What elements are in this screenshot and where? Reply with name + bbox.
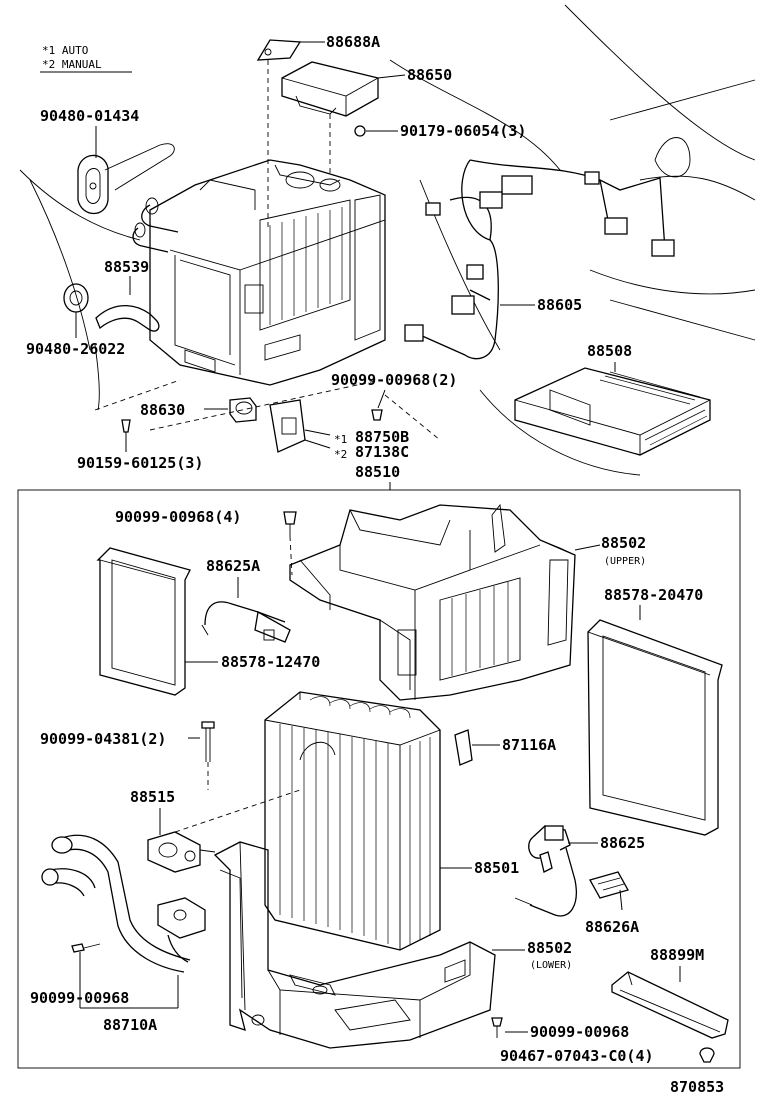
label-90179: 90179-06054(3) bbox=[400, 122, 526, 140]
evaporator-88501 bbox=[264, 691, 472, 951]
pipe-88710a bbox=[41, 834, 206, 1009]
sensor-88630 bbox=[229, 397, 257, 423]
screw-90099-00968-left bbox=[71, 943, 101, 985]
label-88515: 88515 bbox=[130, 788, 175, 806]
dash-unit-left bbox=[94, 379, 181, 411]
pad-88899m bbox=[611, 971, 729, 1039]
evaporator-fins bbox=[279, 696, 431, 945]
label-88688a: 88688A bbox=[326, 33, 380, 51]
thermistor-88625 bbox=[514, 825, 598, 917]
dash-unit-mid bbox=[149, 379, 381, 431]
bolt-90099-04381 bbox=[188, 721, 215, 762]
screw-90099-00968-4 bbox=[283, 511, 297, 536]
grommet-90480-26022 bbox=[63, 283, 89, 338]
dash-unit-right bbox=[384, 394, 441, 441]
label-88539: 88539 bbox=[104, 258, 149, 276]
drain-hose-88539 bbox=[95, 304, 160, 332]
label-88625a: 88625A bbox=[206, 557, 260, 575]
air-filter-88508 bbox=[514, 367, 711, 456]
dash-valve bbox=[174, 789, 301, 833]
label-upper: (UPPER) bbox=[604, 556, 646, 567]
label-87138c: 87138C bbox=[355, 443, 409, 461]
label-88626a: 88626A bbox=[585, 918, 639, 936]
label-90467: 90467-07043-C0(4) bbox=[500, 1047, 654, 1065]
label-88750b: 88750B bbox=[355, 428, 409, 446]
label-90099-00968-left: 90099-00968 bbox=[30, 989, 129, 1007]
clip-87116a bbox=[454, 729, 500, 766]
thermistor-88625a bbox=[201, 601, 291, 643]
upper-case-88502 bbox=[289, 503, 601, 701]
label-88650: 88650 bbox=[407, 66, 452, 84]
label-88502-lower: 88502 bbox=[527, 939, 572, 957]
dash-screw-4 bbox=[289, 535, 293, 576]
label-87116a: 87116A bbox=[502, 736, 556, 754]
label-lower: (LOWER) bbox=[530, 960, 572, 971]
label-88502-upper: 88502 bbox=[601, 534, 646, 552]
assembly-frame-88510 bbox=[17, 489, 741, 1069]
nut-90179 bbox=[354, 125, 398, 137]
label-88578-20470: 88578-20470 bbox=[604, 586, 703, 604]
diagram-reference-number: 870853 bbox=[670, 1078, 724, 1096]
grommet-90480-01434 bbox=[77, 154, 109, 215]
label-90099-00968-2: 90099-00968(2) bbox=[331, 371, 457, 389]
screw-90099-00968-right bbox=[491, 1017, 528, 1038]
label-90480-26022: 90480-26022 bbox=[26, 340, 125, 358]
label-88605: 88605 bbox=[537, 296, 582, 314]
label-88710a: 88710A bbox=[103, 1016, 157, 1034]
label-90099-00968-4: 90099-00968(4) bbox=[115, 508, 241, 526]
gasket-88578-20470 bbox=[587, 619, 723, 836]
marker-1: *1 bbox=[334, 433, 347, 446]
legend-manual: *2 MANUAL bbox=[42, 58, 102, 71]
screw-90159 bbox=[121, 419, 131, 452]
label-88510: 88510 bbox=[355, 463, 400, 481]
lower-case-88502 bbox=[213, 841, 525, 1049]
label-88625: 88625 bbox=[600, 834, 645, 852]
module-88750b bbox=[269, 399, 331, 453]
wire-harness-88605 bbox=[404, 159, 675, 360]
screw-90099-00968-2 bbox=[371, 389, 386, 421]
ecu-88650 bbox=[281, 61, 406, 117]
label-88899m: 88899M bbox=[650, 946, 704, 964]
clip-90467 bbox=[699, 1047, 715, 1063]
label-90480-01434: 90480-01434 bbox=[40, 107, 139, 125]
marker-2: *2 bbox=[334, 448, 347, 461]
label-88630: 88630 bbox=[140, 401, 185, 419]
label-90159: 90159-60125(3) bbox=[77, 454, 203, 472]
label-90099-04381: 90099-04381(2) bbox=[40, 730, 166, 748]
label-88578-12470: 88578-12470 bbox=[221, 653, 320, 671]
legend-auto: *1 AUTO bbox=[42, 44, 88, 57]
clip-88626a bbox=[589, 871, 629, 911]
cooling-unit-assembly bbox=[132, 159, 386, 386]
label-90099-00968-right: 90099-00968 bbox=[530, 1023, 629, 1041]
label-88501: 88501 bbox=[474, 859, 519, 877]
expansion-valve-88515 bbox=[147, 831, 216, 873]
vehicle-body-outline bbox=[19, 4, 756, 476]
seal-plate bbox=[104, 143, 175, 191]
label-88508: 88508 bbox=[587, 342, 632, 360]
gasket-88578-12470 bbox=[96, 547, 218, 696]
bracket-88688a bbox=[256, 39, 325, 61]
